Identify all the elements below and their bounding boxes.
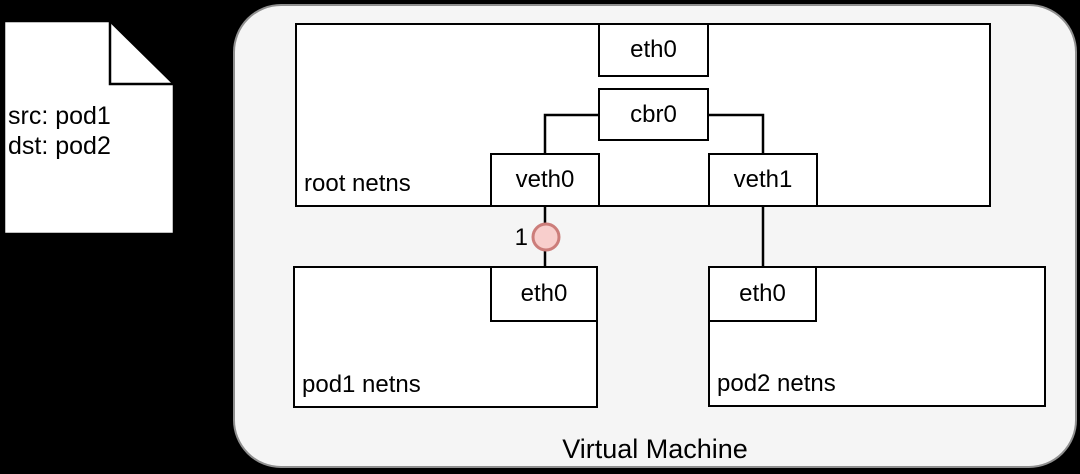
packet-dst-line: dst: pod2	[8, 132, 111, 160]
root-netns-label: root netns	[304, 170, 411, 197]
step-1-marker-label: 1	[514, 224, 528, 251]
veth0-label: veth0	[515, 166, 575, 193]
pod1-netns-label: pod1 netns	[302, 371, 421, 398]
packet-note-fold	[108, 21, 174, 86]
packet-note-text: src: pod1 dst: pod2	[8, 101, 111, 161]
cbr0-label: cbr0	[630, 100, 677, 128]
pod2-netns-box: pod2 netns	[708, 266, 1046, 407]
root-eth0-label: eth0	[630, 36, 677, 63]
pod2-eth0-label: eth0	[739, 280, 786, 307]
pod1-eth0-label: eth0	[520, 280, 568, 307]
veth1-label: veth1	[733, 166, 793, 193]
veth1-box: veth1	[708, 153, 818, 207]
pod2-eth0-box: eth0	[708, 266, 817, 322]
cbr0-box: cbr0	[598, 88, 709, 141]
pod1-eth0-box: eth0	[490, 266, 598, 322]
pod2-netns-label: pod2 netns	[717, 370, 836, 397]
packet-src-line: src: pod1	[8, 102, 111, 130]
root-eth0-box: eth0	[598, 23, 709, 77]
virtual-machine-label: Virtual Machine	[562, 434, 748, 464]
veth0-box: veth0	[490, 153, 600, 207]
